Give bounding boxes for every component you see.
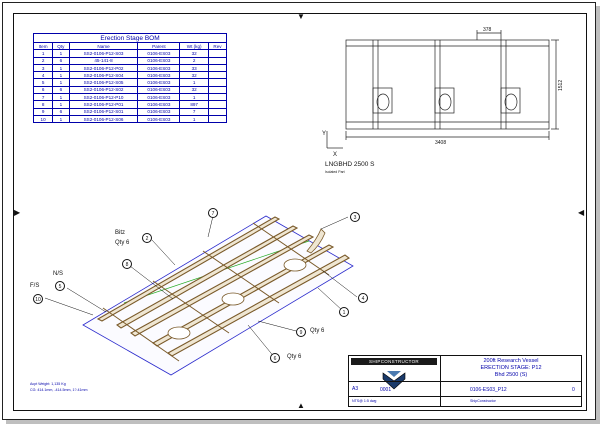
iso-opening <box>167 326 191 340</box>
drawing-border <box>13 13 587 411</box>
label-ns: N/S <box>53 271 64 277</box>
tb-sheet-no: 0001 <box>380 387 392 393</box>
plan-opening-frame <box>372 87 393 114</box>
bom-cell: SS2-0106-P12-S06 <box>68 114 139 124</box>
axis-y-label: Y <box>322 131 326 137</box>
title-block-info: 200ft Research Vessel ERECTION STAGE: P1… <box>349 356 582 407</box>
iso-longitudinal <box>115 225 299 329</box>
plan-view-subtitle: Isolated Part <box>325 170 345 174</box>
tb-rev: 0 <box>572 387 575 393</box>
tb-stage: ERECTION STAGE: P12 <box>480 365 542 371</box>
plan-opening <box>504 93 518 111</box>
item-balloon: 4 <box>358 293 368 303</box>
item-balloon: 10 <box>33 294 43 304</box>
bom-cell <box>207 114 228 124</box>
item-balloon: 6 <box>270 353 280 363</box>
center-mark-top: ▼ <box>297 12 305 21</box>
item-balloon: 8 <box>122 259 132 269</box>
tb-approval: ShipConstructor <box>470 399 496 403</box>
tb-project: 200ft Research Vessel <box>483 358 539 364</box>
label-qty6-bottom: Qty 6 <box>287 354 302 360</box>
dim-width-label: 3408 <box>435 140 446 146</box>
plan-outline <box>345 39 550 130</box>
center-mark-right: ◀ <box>578 208 585 217</box>
tb-divider <box>349 396 582 397</box>
iso-opening <box>221 292 245 306</box>
bom-header-parent: Parent <box>137 41 181 51</box>
bom-header-rev: Rev <box>207 41 228 51</box>
bom-cell <box>207 49 228 58</box>
leaders <box>44 215 358 359</box>
tb-size: A3 <box>352 386 359 392</box>
iso-opening <box>283 258 307 272</box>
center-mark-left: ▶ <box>14 208 21 217</box>
bom-cell: 0106-ES03 <box>137 49 181 58</box>
center-mark-bottom: ▲ <box>297 401 305 410</box>
plan-view-title: LNGBHD 2500 S <box>325 161 375 168</box>
bom-cell: 1 <box>52 49 70 58</box>
iso-bracket <box>306 228 326 254</box>
iso-transverse <box>252 222 330 276</box>
item-balloon: 2 <box>142 233 152 243</box>
dim-spacing-label: 378 <box>483 27 492 33</box>
plan-opening <box>376 93 390 111</box>
tb-scale-note: NTS@ 1:5 dwg <box>352 399 377 403</box>
item-balloon: 5 <box>55 281 65 291</box>
label-fs: F/S <box>30 283 40 289</box>
isometric-view <box>82 215 354 376</box>
item-balloon: 3 <box>350 212 360 222</box>
axis-x-label: X <box>333 152 337 158</box>
bom-cell: SS2-0106-P12-S03 <box>68 49 139 58</box>
bom-cell <box>207 56 228 65</box>
bom-header-name: Name <box>68 41 139 51</box>
bom-header-qty: Qty <box>52 41 70 51</box>
label-qty6-top: Qty 6 <box>115 240 130 246</box>
note-cg: CG: 414.1mm, -414.5mm, 1?.41mm <box>30 388 88 392</box>
iso-longitudinal <box>96 216 281 322</box>
bom-table: Erection Stage BOM Item Qty Name Parent … <box>32 33 228 124</box>
iso-longitudinal <box>129 234 315 337</box>
bom-cell: 45-141-8 <box>68 56 139 65</box>
plan-opening-frame <box>434 87 455 114</box>
bom-cell: 0106-ES03 <box>137 114 181 124</box>
item-balloon: 7 <box>208 208 218 218</box>
note-weight: Acpt Weight: 1,135 Kg <box>30 382 66 386</box>
tb-part: Bhd 2500 (S) <box>494 372 528 378</box>
company-banner: SHIPCONSTRUCTOR <box>351 358 437 365</box>
label-qty6-mid: Qty 6 <box>310 328 325 334</box>
iso-transverse <box>102 307 180 362</box>
bom-cell: 0106-ES03 <box>137 56 181 65</box>
iso-transverse <box>202 250 280 304</box>
drawing-graphics: 378 3408 1512 Y X LNGBHD 2500 S Isolated… <box>44 27 564 376</box>
plan-opening <box>438 93 452 111</box>
tb-drawing-no: 0106-ES03_P12 <box>470 387 507 393</box>
plan-view <box>326 30 559 149</box>
dim-height-label: 1512 <box>558 80 564 91</box>
title-block: SHIPCONSTRUCTOR 200ft Research Vessel ER… <box>348 355 582 407</box>
item-balloon: 9 <box>296 327 306 337</box>
item-balloon: 1 <box>339 307 349 317</box>
iso-transverse <box>152 280 230 334</box>
plan-opening-frame <box>500 87 521 114</box>
bom-cell: 1 <box>52 114 70 124</box>
tb-divider <box>349 381 582 382</box>
drawing-sheet: ▼ ▲ ▶ ◀ Erection Stage BOM Item Qty Name… <box>2 2 596 420</box>
bom-cell: 6 <box>52 56 70 65</box>
label-bitz: Bitz <box>115 230 126 236</box>
